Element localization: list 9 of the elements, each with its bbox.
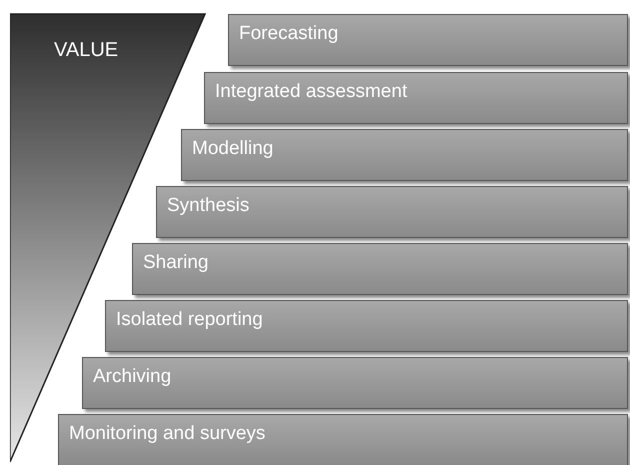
stair-step: Archiving [82, 357, 628, 409]
stair-step: Forecasting [228, 14, 628, 66]
stair-step: Modelling [181, 129, 628, 181]
stair-step: Monitoring and surveys [58, 414, 628, 465]
value-label: VALUE [54, 39, 118, 62]
stair-step: Sharing [132, 243, 628, 295]
stair-step: Integrated assessment [204, 72, 628, 124]
stair-step: Isolated reporting [105, 300, 628, 352]
stair-step: Synthesis [156, 186, 628, 238]
